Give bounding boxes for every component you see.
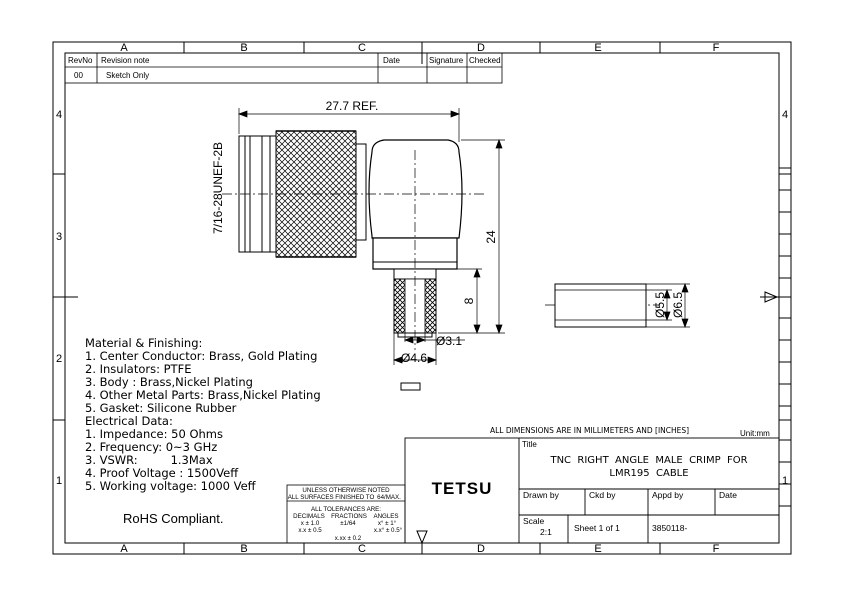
rev-row-note: Sketch Only xyxy=(106,71,149,80)
tol-ang1: x° ± 1° xyxy=(378,520,397,527)
tol-dec3: x.xx ± 0.2 xyxy=(335,535,362,542)
revision-table: RevNo Revision note Date Signature Check… xyxy=(64,52,503,84)
col-label-e-top: E xyxy=(594,42,601,54)
note-item-3: 3. Body : Brass,Nickel Plating xyxy=(85,375,253,389)
dim-crimp-outer: Ø6.5 xyxy=(671,292,685,318)
title-block: ALL DIMENSIONS ARE IN MILLIMETERS AND [I… xyxy=(404,426,780,544)
rev-header-revno: RevNo xyxy=(68,56,93,65)
tol-dec2: x.x ± 0.5 xyxy=(298,527,322,534)
row-label-1-right: 1 xyxy=(782,475,788,487)
tol-ang2: x.x° ± 0.5° xyxy=(374,527,403,534)
tol-col-angles: ANGLES xyxy=(373,513,398,520)
title-line2: LMR195 CABLE xyxy=(609,468,688,479)
dim-ferrule-dia: Ø4.6 xyxy=(401,351,427,365)
tol-line1: UNLESS OTHERWISE NOTED xyxy=(302,487,390,494)
rev-header-checked: Checked xyxy=(469,56,501,65)
drawn-by-label: Drawn by xyxy=(523,490,560,500)
electrical-item-2: 2. Frequency: 0~3 GHz xyxy=(85,440,217,454)
col-label-a-top: A xyxy=(120,42,128,54)
date-label: Date xyxy=(719,490,737,500)
scale-value: 2:1 xyxy=(540,527,552,537)
notes-heading: Material & Finishing: xyxy=(85,336,202,350)
dim-crimp-inner: Ø5.5 xyxy=(653,292,667,318)
note-item-1: 1. Center Conductor: Brass, Gold Plating xyxy=(85,349,317,363)
rev-header-signature: Signature xyxy=(429,56,464,65)
centering-arrow-bottom xyxy=(416,530,428,545)
small-part xyxy=(400,382,421,391)
row-label-4-right: 4 xyxy=(782,109,788,121)
electrical-heading: Electrical Data: xyxy=(85,414,173,428)
part-number: 3850118- xyxy=(652,523,687,533)
rev-row-revno: 00 xyxy=(74,71,83,80)
col-label-a-bottom: A xyxy=(120,543,128,555)
col-label-b-top: B xyxy=(240,42,247,54)
row-label-1-left: 1 xyxy=(56,475,62,487)
note-item-2: 2. Insulators: PTFE xyxy=(85,362,191,376)
col-label-f-bottom: F xyxy=(713,543,720,555)
row-label-3-left: 3 xyxy=(56,231,62,243)
rev-header-date: Date xyxy=(383,56,400,65)
scale-label: Scale xyxy=(523,516,545,526)
note-item-4: 4. Other Metal Parts: Brass,Nickel Plati… xyxy=(85,388,321,402)
tol-line3: ALL TOLERANCES ARE: xyxy=(311,506,381,513)
tol-finish: 64/MAX. xyxy=(377,494,401,501)
electrical-item-1: 1. Impedance: 50 Ohms xyxy=(85,427,223,441)
dim-pin-dia: Ø3.1 xyxy=(436,334,462,348)
row-label-4-left: 4 xyxy=(56,109,62,121)
material-notes: Material & Finishing: 1. Center Conducto… xyxy=(85,336,321,493)
title-label: Title xyxy=(522,440,537,449)
tol-dec1: x ± 1.0 xyxy=(301,520,320,527)
right-angle-body xyxy=(368,139,463,239)
unit-label: Unit:mm xyxy=(740,429,770,438)
dimension-lines xyxy=(238,108,690,365)
appd-by-label: Appd by xyxy=(652,490,684,500)
tol-line2: ALL SURFACES FINISHED TO xyxy=(288,494,375,501)
electrical-item-5: 5. Working voltage: 1000 Veff xyxy=(85,479,257,493)
col-label-b-bottom: B xyxy=(240,543,247,555)
dims-note: ALL DIMENSIONS ARE IN MILLIMETERS AND [I… xyxy=(490,426,689,435)
company-logo: TETSU xyxy=(432,479,493,498)
tol-col-decimals: DECIMALS xyxy=(293,513,325,520)
col-label-c-top: C xyxy=(358,42,366,54)
dim-length-ref: 27.7 REF. xyxy=(326,99,379,113)
col-label-d-top: D xyxy=(477,42,485,54)
dim-thread: 7/16-28UNEF-2B xyxy=(211,142,225,234)
ckd-by-label: Ckd by xyxy=(589,490,616,500)
col-label-e-bottom: E xyxy=(594,543,601,555)
row-label-2-left: 2 xyxy=(56,353,62,365)
sheet-label: Sheet 1 of 1 xyxy=(574,523,620,533)
col-label-c-bottom: C xyxy=(358,543,366,555)
tol-col-fractions: FRACTIONS xyxy=(331,513,367,520)
tolerance-box: UNLESS OTHERWISE NOTED ALL SURFACES FINI… xyxy=(286,484,406,544)
dim-height: 24 xyxy=(484,230,498,244)
rev-header-note: Revision note xyxy=(101,56,150,65)
dim-ferrule-length: 8 xyxy=(462,297,476,304)
col-label-f-top: F xyxy=(713,42,720,54)
electrical-item-4: 4. Proof Voltage : 1500Veff xyxy=(85,466,239,480)
title-line1: TNC RIGHT ANGLE MALE CRIMP FOR xyxy=(549,455,747,466)
rohs-label: RoHS Compliant. xyxy=(123,511,223,526)
crimp-sleeve xyxy=(554,283,647,328)
col-label-d-bottom: D xyxy=(477,543,485,555)
electrical-item-3: 3. VSWR: 1.3Max xyxy=(85,453,213,467)
tol-frac1: ±1/64 xyxy=(340,520,356,527)
note-item-5: 5. Gasket: Silicone Rubber xyxy=(85,401,237,415)
